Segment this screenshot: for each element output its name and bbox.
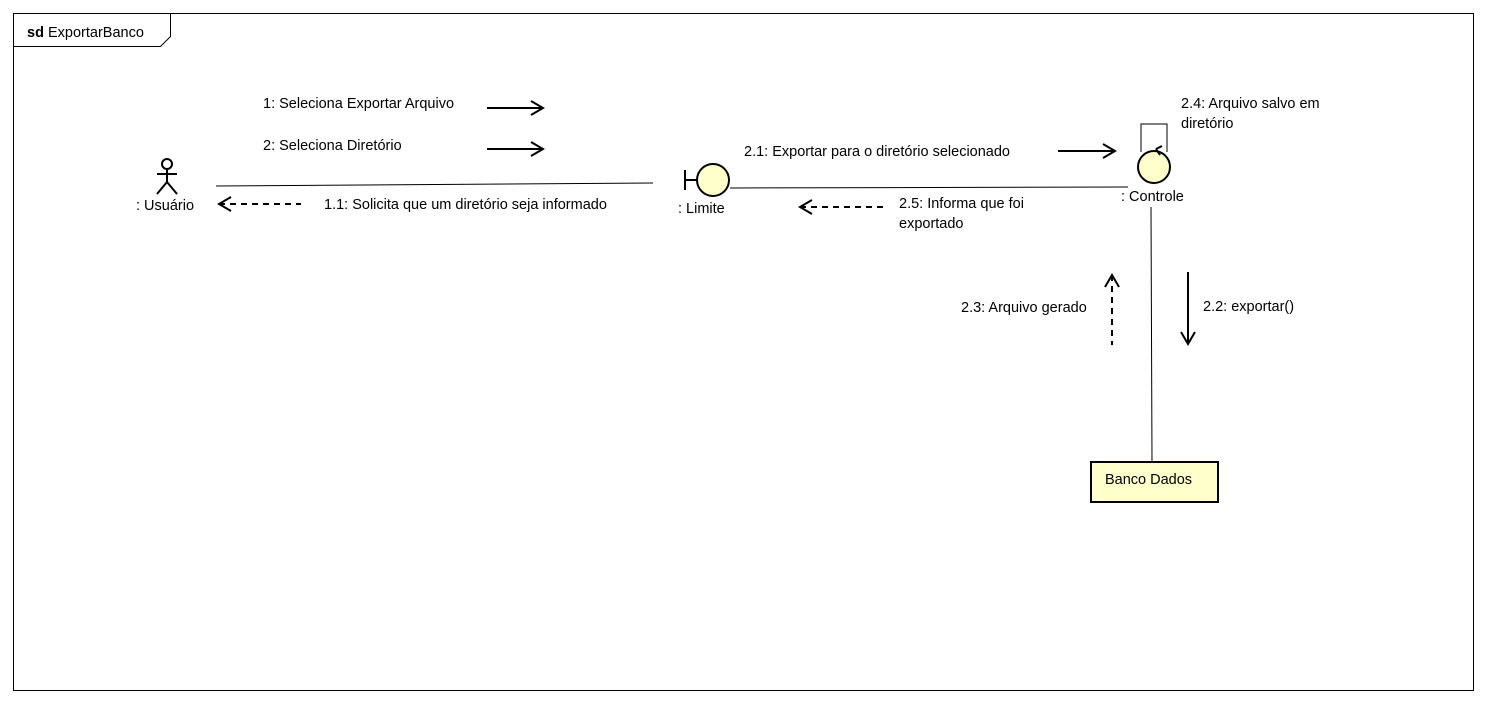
control-controle[interactable] — [1137, 145, 1171, 184]
message-2-4-label-line2: diretório — [1181, 116, 1233, 132]
message-1-1-arrow — [217, 196, 301, 212]
message-2-4-label-line1: 2.4: Arquivo salvo em — [1181, 96, 1320, 112]
message-2-1-arrow — [1058, 143, 1117, 159]
message-2-5-label-line2: exportado — [899, 216, 964, 232]
object-banco-dados-label: Banco Dados — [1105, 472, 1192, 488]
boundary-limite-label: : Limite — [678, 201, 725, 217]
actor-usuario[interactable] — [156, 158, 178, 195]
actor-usuario-label: : Usuário — [136, 198, 194, 214]
object-banco-dados[interactable] — [1090, 461, 1219, 503]
message-2-3-label: 2.3: Arquivo gerado — [961, 300, 1087, 316]
message-2-5-label-line1: 2.5: Informa que foi — [899, 196, 1024, 212]
frame-label-tab — [13, 13, 171, 47]
message-2-label: 2: Seleciona Diretório — [263, 138, 402, 154]
frame-name: ExportarBanco — [48, 25, 144, 41]
control-controle-label: : Controle — [1121, 189, 1184, 205]
link-usuario-limite — [215, 182, 654, 187]
message-2-5-arrow — [798, 199, 883, 215]
frame-keyword: sd — [27, 25, 44, 41]
message-1-1-label: 1.1: Solicita que um diretório seja info… — [324, 197, 607, 213]
message-2-arrow — [487, 141, 545, 157]
boundary-circle — [696, 163, 730, 197]
message-1-arrow — [487, 100, 545, 116]
message-1-label: 1: Seleciona Exportar Arquivo — [263, 96, 454, 112]
link-controle-banco — [1150, 206, 1153, 463]
self-link-controle — [1140, 123, 1168, 152]
boundary-limite[interactable] — [684, 163, 730, 197]
control-circle — [1137, 150, 1171, 184]
message-2-2-arrow — [1180, 272, 1196, 346]
message-2-2-label: 2.2: exportar() — [1203, 299, 1294, 315]
control-arrowhead — [1155, 145, 1163, 156]
message-2-3-arrow — [1104, 273, 1120, 345]
diagram-frame — [13, 13, 1474, 691]
link-limite-controle — [729, 186, 1129, 189]
message-2-1-label: 2.1: Exportar para o diretório seleciona… — [744, 144, 1010, 160]
